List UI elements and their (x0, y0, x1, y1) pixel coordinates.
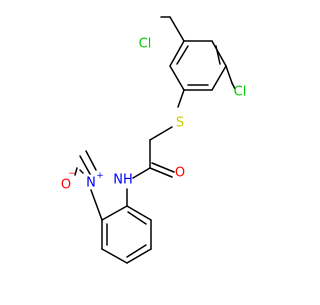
double-bond-inner (126, 244, 147, 258)
positive-charge-label: + (96, 171, 104, 181)
bond (90, 189, 103, 221)
bond (211, 65, 227, 91)
double-bond (151, 162, 175, 173)
bond (149, 167, 173, 178)
chlorine-label: Cl (139, 37, 152, 52)
bond (225, 65, 233, 84)
bond (177, 89, 185, 108)
amide-nh-label: NH (113, 173, 133, 188)
carbonyl-oxygen-label: O (175, 166, 185, 181)
double-bond-inner (215, 45, 221, 65)
bond (169, 40, 185, 67)
chlorine-label: Cl (234, 85, 247, 100)
bond (231, 82, 236, 90)
bond (74, 167, 78, 176)
bond (101, 248, 128, 264)
bond (169, 65, 185, 91)
double-bond (85, 150, 97, 171)
nitro-nitrogen-label: N (86, 176, 96, 191)
bond (126, 205, 152, 221)
bond (126, 248, 152, 264)
bond (132, 167, 151, 179)
molecule-canvas: Cl Cl S O NH N + O − (61, 16, 247, 264)
double-bond-inner (176, 45, 189, 65)
bond (211, 40, 227, 67)
bond (101, 205, 128, 221)
molecule-structure: Cl Cl S O NH N + O − (61, 16, 247, 264)
sulfur-label: S (176, 116, 184, 131)
nitro-oxygen-label: O (61, 178, 71, 193)
bond (169, 16, 185, 42)
bond (79, 169, 84, 174)
bond (79, 155, 91, 175)
dichlorophenyl-ring (169, 40, 227, 91)
bond (149, 126, 173, 141)
negative-charge-label: − (68, 169, 76, 179)
nitrophenyl-ring (101, 205, 152, 264)
double-bond-inner (127, 211, 147, 225)
